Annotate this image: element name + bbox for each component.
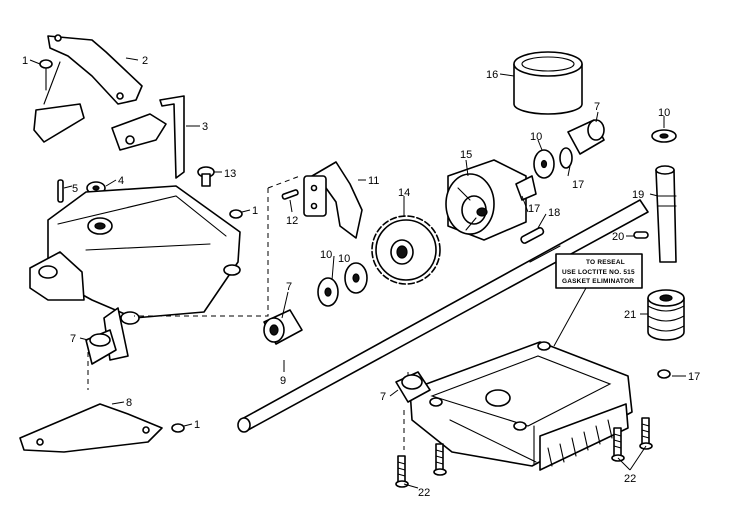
part-17-clip-right [657,369,671,379]
callout-10-right: 10 [658,107,670,119]
part-10-washers-center [317,262,368,307]
part-22-bolt-left [395,455,409,488]
part-14-gear [371,215,441,285]
part-22-bolt-right-b [639,417,653,450]
part-5-pin [57,179,64,203]
part-16-cup [513,51,583,115]
part-11-shift-fork [303,161,363,239]
part-13-vent-plug [197,166,215,187]
callout-17-center: 17 [528,203,540,215]
part-15-clutch-hub [445,159,527,241]
part-7-bushing-lower [395,371,431,403]
callout-21: 21 [624,309,636,321]
reseal-note: TO RESEAL USE LOCTITE NO. 515 GASKET ELI… [553,253,643,347]
callout-3: 3 [202,121,208,133]
part-7-bushing-top [567,119,605,155]
callout-8: 8 [126,397,132,409]
part-10-washer-right [651,129,677,143]
callout-7-top: 7 [594,101,600,113]
callout-15: 15 [460,149,472,161]
part-18-key [520,226,545,244]
callout-7-lower: 7 [380,391,386,403]
part-22-bolt-mid [433,443,447,476]
part-21-worm-gear [647,289,685,341]
callout-10-center: 10 [320,249,332,261]
callout-10-lower: 10 [338,253,350,265]
callout-11: 11 [368,175,379,187]
part-17-clip-center [515,147,573,201]
callout-20: 20 [612,231,624,243]
callout-18: 18 [548,207,560,219]
part-20-pin [633,231,649,239]
part-10-washer-upper [533,149,555,179]
note-line-2: USE LOCTITE NO. 515 [562,269,635,276]
leader-lines [29,57,686,489]
part-3-shift-lever [111,95,185,179]
callout-7-center: 7 [286,281,292,293]
part-2-bracket [33,34,143,143]
callout-10-upper: 10 [530,131,542,143]
callout-4: 4 [118,175,124,187]
lower-gear-housing [409,341,633,471]
assembly-line-housing [134,188,269,317]
upper-gear-housing [29,185,241,361]
part-22-bolt-right-a [611,427,625,462]
part-9-axle-shaft [237,199,649,433]
part-1-screw-bottom [171,423,185,433]
callout-1-bottom: 1 [194,419,200,431]
callout-19: 19 [632,189,644,201]
part-7-bushing-left [85,329,117,365]
callout-2: 2 [142,55,148,67]
callout-22-right: 22 [624,473,636,485]
callout-labels: 1 2 3 4 5 13 1 7 8 1 9 7 10 11 12 14 15 … [22,55,700,499]
assembly-line-fork [267,175,301,189]
part-12-pin [281,189,299,200]
callout-1-top: 1 [22,55,28,67]
callout-13: 13 [224,168,236,180]
part-1-screw-housing [229,209,243,219]
callout-9: 9 [280,375,286,387]
callout-22-left: 22 [418,487,430,499]
callout-7-left: 7 [70,333,76,345]
callout-1-housing: 1 [252,205,258,217]
part-8-gasket-plate [19,403,163,453]
part-19-worm-shaft [655,165,677,263]
part-7-bushing-center [263,309,303,345]
callout-12: 12 [286,215,298,227]
note-line-1: TO RESEAL [586,259,625,266]
callout-17-right: 17 [688,371,700,383]
callout-17-upper: 17 [572,179,584,191]
note-line-3: GASKET ELIMINATOR [562,278,634,285]
callout-16: 16 [486,69,498,81]
callout-14: 14 [398,187,410,199]
callout-5: 5 [72,183,78,195]
part-1-screw-top [39,59,53,91]
